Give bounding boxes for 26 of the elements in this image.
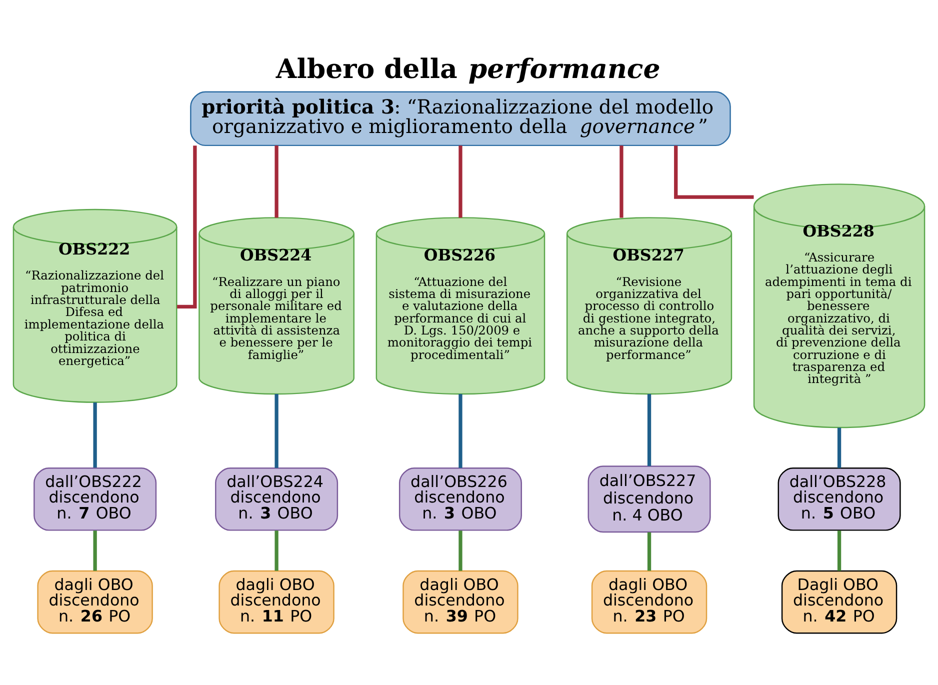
node-box: priorità politica 3: “Razionalizzazione del modello organizzativo e miglioramento della governance” — [190, 90, 731, 146]
node-box: dall’OBS222 discendono n. 7 OBO — [34, 466, 157, 530]
node-box: dagli OBO discendono n. 11 PO — [218, 570, 334, 634]
node-box: dagli OBO discendono n. 39 PO — [402, 570, 518, 634]
diagram-title: Albero della performance — [276, 53, 660, 84]
node-box: dall’OBS227 discendono n. 4 OBO — [588, 465, 711, 532]
connector — [674, 145, 754, 198]
connector — [458, 394, 462, 468]
connector — [647, 394, 652, 466]
connector — [93, 402, 97, 468]
node-box: dagli OBO discendono n. 26 PO — [37, 570, 153, 634]
connector — [837, 427, 842, 468]
node-box: dall’OBS228 discendono n. 5 OBO — [778, 466, 901, 530]
node-box: dall’OBS224 discendono n. 3 OBO — [215, 466, 338, 530]
connector — [274, 144, 278, 218]
connector — [620, 144, 624, 218]
connector — [93, 530, 97, 570]
connector — [647, 532, 652, 570]
node-box: dagli OBO discendono n. 23 PO — [591, 570, 708, 634]
connector — [458, 530, 462, 570]
node-box: Dagli OBO discendono n. 42 PO — [781, 570, 898, 634]
connector — [274, 530, 278, 570]
connector — [274, 394, 278, 468]
node-box: dall’OBS226 discendono n. 3 OBO — [398, 466, 522, 530]
connector — [458, 144, 462, 218]
connector — [837, 530, 842, 570]
